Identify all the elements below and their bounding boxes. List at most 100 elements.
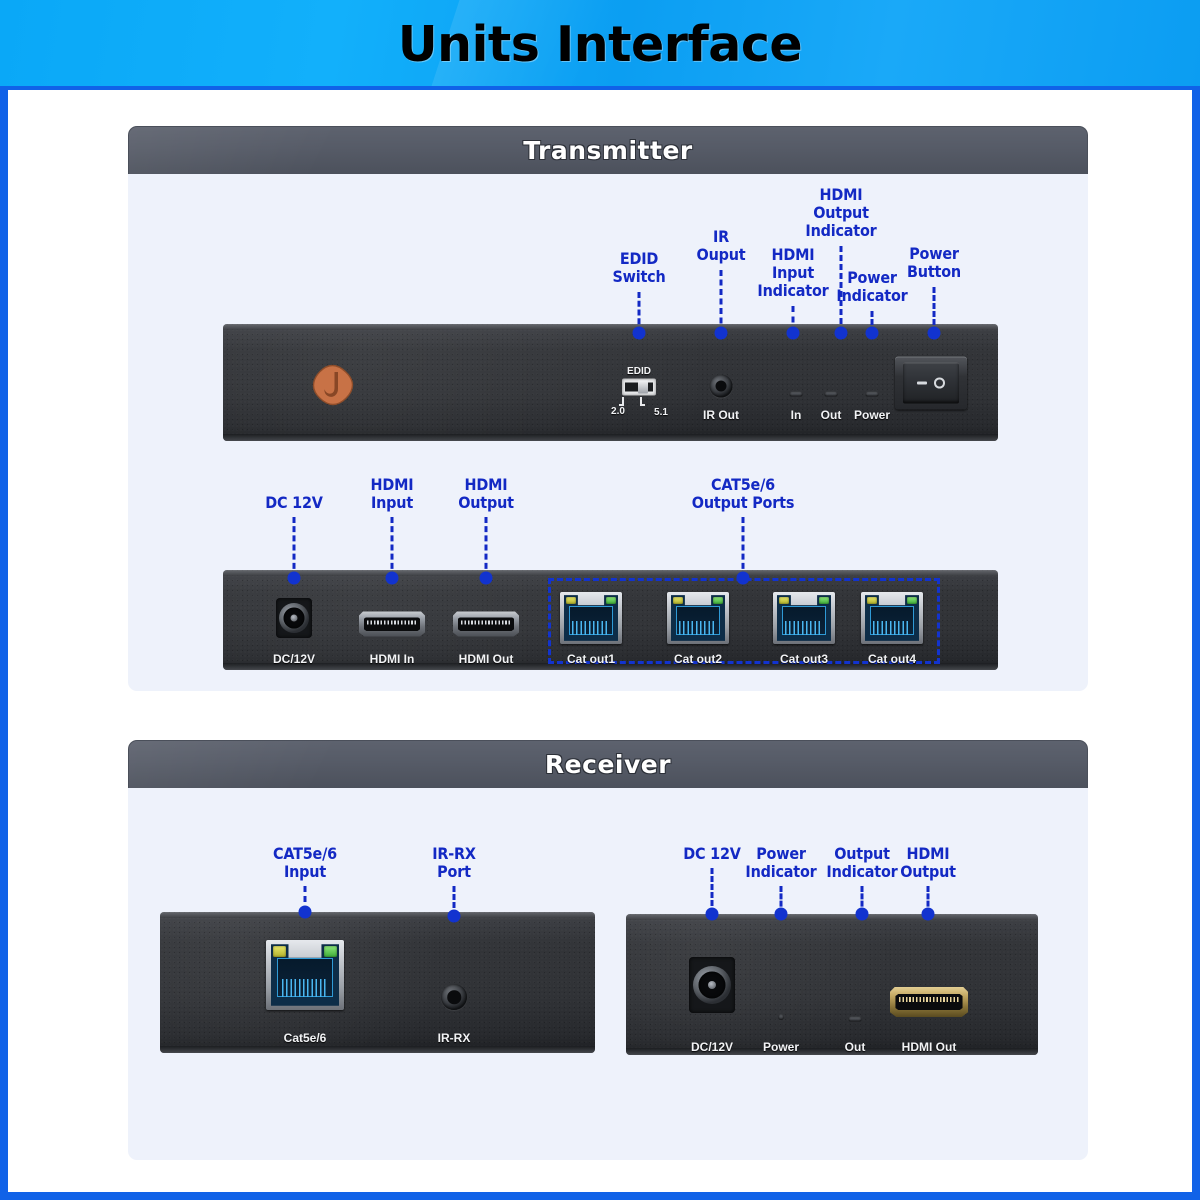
callout-dot-hdmi-output xyxy=(921,907,935,921)
silkscreen-hdmi-out: HDMI Out xyxy=(458,652,514,666)
rj45-contacts xyxy=(572,621,610,635)
silkscreen-power: Power xyxy=(762,1040,800,1054)
rj45-led-left xyxy=(565,596,577,605)
callout-leader-cat5e-6-input xyxy=(303,886,307,912)
receiver-header: Receiver xyxy=(128,740,1088,788)
ir-out-jack-bore xyxy=(715,380,727,392)
callout-dot-ir-rx-port xyxy=(447,909,461,923)
callout-leader-hdmi-output xyxy=(926,886,930,914)
callout-dot-cat5e-6-input xyxy=(298,905,312,919)
rj45-contacts xyxy=(873,621,911,635)
ir-out-jack[interactable] xyxy=(709,374,733,398)
callout-label-dc-12v: DC 12V xyxy=(265,493,323,512)
dc-jack-pin xyxy=(290,614,298,622)
silkscreen-edid-20: 2.0 xyxy=(611,406,625,417)
hdmi-out-port[interactable] xyxy=(453,611,519,637)
callout-dot-hdmi-output-indicator xyxy=(834,326,848,340)
receiver-cat5e6-port[interactable] xyxy=(266,940,344,1010)
transmitter-header: Transmitter xyxy=(128,126,1088,174)
panel-bottom-edge xyxy=(160,1046,595,1053)
callout-dot-dc-12v xyxy=(705,907,719,921)
receiver-ir-rx-jack[interactable] xyxy=(441,984,467,1010)
silkscreen-cat-out-2: Cat out2 xyxy=(674,652,722,666)
panel-bottom-edge xyxy=(626,1048,1038,1055)
callout-label-power-indicator: Power Indicator xyxy=(836,268,908,305)
callout-label-dc-12v: DC 12V xyxy=(683,844,741,863)
callout-dot-dc-12v xyxy=(287,571,301,585)
power-on-symbol-icon xyxy=(917,381,927,385)
hdmi-in-port[interactable] xyxy=(359,611,425,637)
rj45-led-right xyxy=(712,596,724,605)
callout-label-power-indicator: Power Indicator xyxy=(745,844,817,881)
page-title: Units Interface xyxy=(397,16,803,73)
callout-label-hdmi-output-indicator: HDMI Output Indicator xyxy=(805,185,877,240)
silkscreen-out: Out xyxy=(844,1040,866,1054)
silkscreen-ir-rx-port: IR-RX xyxy=(437,1031,471,1045)
callout-dot-output-indicator xyxy=(855,907,869,921)
panel-top-edge xyxy=(223,570,998,576)
cat-out-port-4[interactable] xyxy=(861,592,923,644)
rj45-led-left xyxy=(672,596,684,605)
cat-out-port-2[interactable] xyxy=(667,592,729,644)
rj45-led-right xyxy=(323,946,337,957)
edid-bracket-marks xyxy=(619,397,645,406)
power-button-key[interactable] xyxy=(902,362,960,404)
callout-dot-power-button xyxy=(927,326,941,340)
silkscreen-hdmi-in: HDMI In xyxy=(369,652,415,666)
panel-top-edge xyxy=(626,914,1038,920)
panel-texture xyxy=(160,912,595,1053)
rj45-contacts xyxy=(281,979,329,998)
dc-power-jack[interactable] xyxy=(276,598,312,638)
callout-leader-dc-12v xyxy=(710,868,714,914)
callout-label-cat5e-6-input: CAT5e/6 Input xyxy=(273,844,337,881)
cat-out-port-3[interactable] xyxy=(773,592,835,644)
banner-underline xyxy=(0,86,1200,90)
callout-leader-hdmi-input xyxy=(390,517,394,578)
power-button[interactable] xyxy=(895,356,967,410)
silkscreen-led-power: Power xyxy=(853,408,891,422)
callout-label-hdmi-input-indicator: HDMI Input Indicator xyxy=(757,245,829,300)
callout-label-ir-ouput: IR Ouput xyxy=(696,227,746,264)
silkscreen-led-out: Out xyxy=(820,408,842,422)
rj45-led-left xyxy=(778,596,790,605)
callout-leader-ir-rx-port xyxy=(452,886,456,916)
panel-top-edge xyxy=(223,324,998,330)
rj45-contacts xyxy=(785,621,823,635)
callout-dot-cat5e-6-output-ports xyxy=(736,571,750,585)
panel-top-edge xyxy=(160,912,595,918)
silkscreen-edid-51: 5.1 xyxy=(654,407,668,418)
callout-leader-power-button xyxy=(932,287,936,333)
hdmi-out-pins xyxy=(460,620,512,624)
rj45-led-right xyxy=(818,596,830,605)
callout-leader-hdmi-output xyxy=(484,517,488,578)
receiver-dc-power-jack[interactable] xyxy=(689,957,735,1013)
callout-dot-hdmi-input xyxy=(385,571,399,585)
hdmi-in-led xyxy=(789,391,803,397)
callout-dot-hdmi-input-indicator xyxy=(786,326,800,340)
rj45-led-right xyxy=(906,596,918,605)
hdmi-out-pins xyxy=(899,997,959,1002)
callout-label-hdmi-input: HDMI Input xyxy=(370,475,414,512)
cat-out-port-1[interactable] xyxy=(560,592,622,644)
rj45-led-left xyxy=(866,596,878,605)
receiver-hdmi-out-port[interactable] xyxy=(890,987,968,1017)
edid-switch[interactable] xyxy=(622,378,656,396)
silkscreen-hdmi-out: HDMI Out xyxy=(901,1040,957,1054)
callout-dot-edid-switch xyxy=(632,326,646,340)
ir-rx-jack-bore xyxy=(447,990,461,1004)
callout-label-ir-rx-port: IR-RX Port xyxy=(432,844,476,881)
rj45-led-left xyxy=(273,946,287,957)
silkscreen-cat-out-1: Cat out1 xyxy=(567,652,615,666)
callout-leader-power-indicator xyxy=(870,311,874,333)
silkscreen-cat-out-3: Cat out3 xyxy=(780,652,828,666)
page-banner: Units Interface xyxy=(0,0,1200,90)
silkscreen-dc-12v: DC/12V xyxy=(272,652,316,666)
dc-jack-pin xyxy=(708,981,716,989)
callout-label-edid-switch: EDID Switch xyxy=(612,249,666,286)
edid-switch-knob[interactable] xyxy=(637,380,648,394)
receiver-left-panel xyxy=(160,912,595,1053)
callout-leader-dc-12v xyxy=(292,517,296,578)
receiver-power-led xyxy=(778,1014,784,1020)
receiver-out-led xyxy=(848,1016,862,1022)
